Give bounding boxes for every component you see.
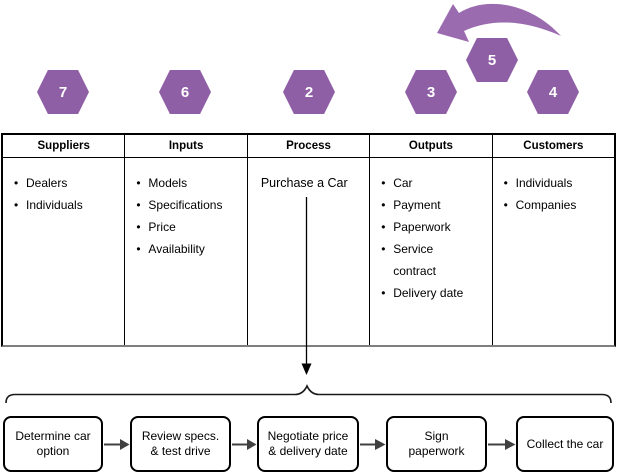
sipoc-table: Suppliers Dealers Individuals Inputs Mod… bbox=[1, 133, 616, 347]
flow-arrow bbox=[104, 439, 130, 450]
process-label: Purchase a Car bbox=[260, 176, 348, 190]
flow-arrow bbox=[232, 439, 257, 450]
column-customers: Customers Individuals Companies bbox=[492, 135, 615, 345]
list-item: Price bbox=[135, 216, 242, 238]
column-inputs: Inputs Models Specifications Price Avail… bbox=[125, 135, 248, 345]
column-header: Suppliers bbox=[3, 135, 125, 158]
list-item: Individuals bbox=[13, 194, 120, 216]
hexagon-label: 4 bbox=[548, 83, 558, 101]
flow-step-box: Negotiate price & delivery date bbox=[257, 416, 359, 472]
flow-step-label: Review specs. & test drive bbox=[141, 429, 220, 458]
list-item: Specifications bbox=[135, 194, 242, 216]
column-header: Process bbox=[247, 135, 370, 158]
list-item: Availability bbox=[135, 238, 242, 260]
column-header: Customers bbox=[492, 135, 615, 158]
column-body: Car Payment Paperwork Service contract D… bbox=[370, 158, 491, 345]
flow-step-label: Determine car option bbox=[15, 429, 91, 458]
list-item: Car bbox=[380, 172, 487, 194]
hexagon-label: 7 bbox=[58, 83, 68, 101]
list-item: Individuals bbox=[503, 172, 610, 194]
hexagon-step-inputs: 6 bbox=[159, 70, 211, 114]
column-body: Dealers Individuals bbox=[3, 158, 124, 345]
list-item: Service contract bbox=[380, 238, 487, 282]
flow-step-label: Sign paperwork bbox=[408, 429, 465, 458]
flow-step-label: Negotiate price & delivery date bbox=[267, 429, 349, 458]
column-header: Outputs bbox=[370, 135, 492, 158]
flow-arrow bbox=[488, 439, 516, 450]
column-process: Process Purchase a Car bbox=[247, 135, 371, 345]
hexagon-label: 6 bbox=[180, 83, 190, 101]
list-item: Payment bbox=[380, 194, 487, 216]
hexagon-label: 3 bbox=[426, 83, 436, 101]
column-header: Inputs bbox=[125, 135, 247, 158]
curly-brace bbox=[5, 384, 612, 404]
flow-step-box: Sign paperwork bbox=[386, 416, 487, 472]
list-item: Delivery date bbox=[380, 282, 487, 304]
list-item: Paperwork bbox=[380, 216, 487, 238]
hexagon-step-customers: 4 bbox=[527, 70, 579, 114]
flow-step-box: Collect the car bbox=[516, 416, 614, 472]
hexagon-step-process: 2 bbox=[283, 70, 335, 114]
list-item: Models bbox=[135, 172, 242, 194]
column-body: Individuals Companies bbox=[493, 158, 614, 345]
hexagon-label: 5 bbox=[487, 51, 497, 69]
hexagon-step-outputs: 3 bbox=[405, 70, 457, 114]
curved-arrow-icon bbox=[437, 3, 561, 42]
flow-arrow bbox=[360, 439, 386, 450]
flow-step-label: Collect the car bbox=[526, 436, 604, 451]
column-body: Purchase a Car bbox=[248, 158, 369, 345]
hexagon-label: 2 bbox=[304, 83, 314, 101]
hexagon-step-raised: 5 bbox=[466, 38, 518, 82]
list-item: Dealers bbox=[13, 172, 120, 194]
column-body: Models Specifications Price Availability bbox=[125, 158, 246, 345]
flow-step-box: Review specs. & test drive bbox=[130, 416, 231, 472]
list-item: Companies bbox=[503, 194, 610, 216]
column-outputs: Outputs Car Payment Paperwork Service co… bbox=[370, 135, 493, 345]
column-suppliers: Suppliers Dealers Individuals bbox=[3, 135, 126, 345]
flow-step-box: Determine car option bbox=[3, 416, 103, 472]
hexagon-step-suppliers: 7 bbox=[37, 70, 89, 114]
